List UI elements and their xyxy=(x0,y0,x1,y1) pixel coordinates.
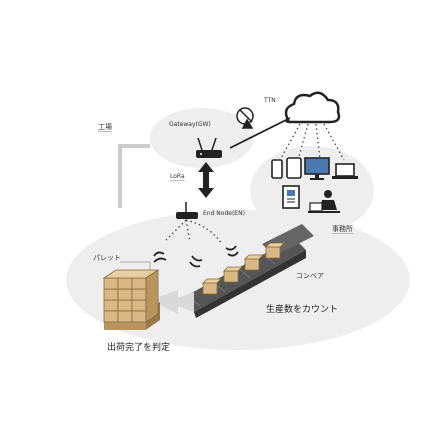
tablet-icon xyxy=(286,157,302,179)
router-icon xyxy=(196,137,222,158)
smartphone-icon xyxy=(271,159,283,179)
satellite-dish-icon xyxy=(236,107,254,129)
office-label: 事務所 xyxy=(332,225,353,233)
wireless-signal-icon xyxy=(153,245,239,268)
cloud-icon xyxy=(284,91,341,124)
transfer-arrow xyxy=(150,290,194,314)
laptop-icon xyxy=(332,163,358,179)
shipping-label: 出荷完了を判定 xyxy=(107,343,171,353)
pallet-of-boxes-icon xyxy=(102,269,160,330)
cloud-device-links xyxy=(279,123,345,161)
monitor-icon xyxy=(304,157,330,180)
pallet-label: パレット xyxy=(93,254,121,262)
factory-bracket xyxy=(118,144,150,208)
ttn-label: TTN xyxy=(264,97,276,104)
end-node-label: End Node(EN) xyxy=(203,210,245,217)
document-icon xyxy=(282,185,300,209)
lora-double-arrow xyxy=(198,162,214,198)
pallet-bracket xyxy=(120,261,151,270)
gateway-label: Gateway(GW) xyxy=(169,121,211,128)
conveyor-label: コンベア xyxy=(296,272,324,280)
gateway-cloud-link xyxy=(229,117,291,149)
end-node-sensor-links xyxy=(165,219,223,245)
count-label: 生産数をカウント xyxy=(266,305,339,315)
person-at-desk-icon xyxy=(308,190,340,213)
factory-label: 工場 xyxy=(98,123,112,131)
lora-label: LoRa xyxy=(170,173,185,180)
gateway-zone xyxy=(150,108,254,168)
conveyor-boxes xyxy=(202,242,285,295)
end-node-icon xyxy=(176,202,198,219)
